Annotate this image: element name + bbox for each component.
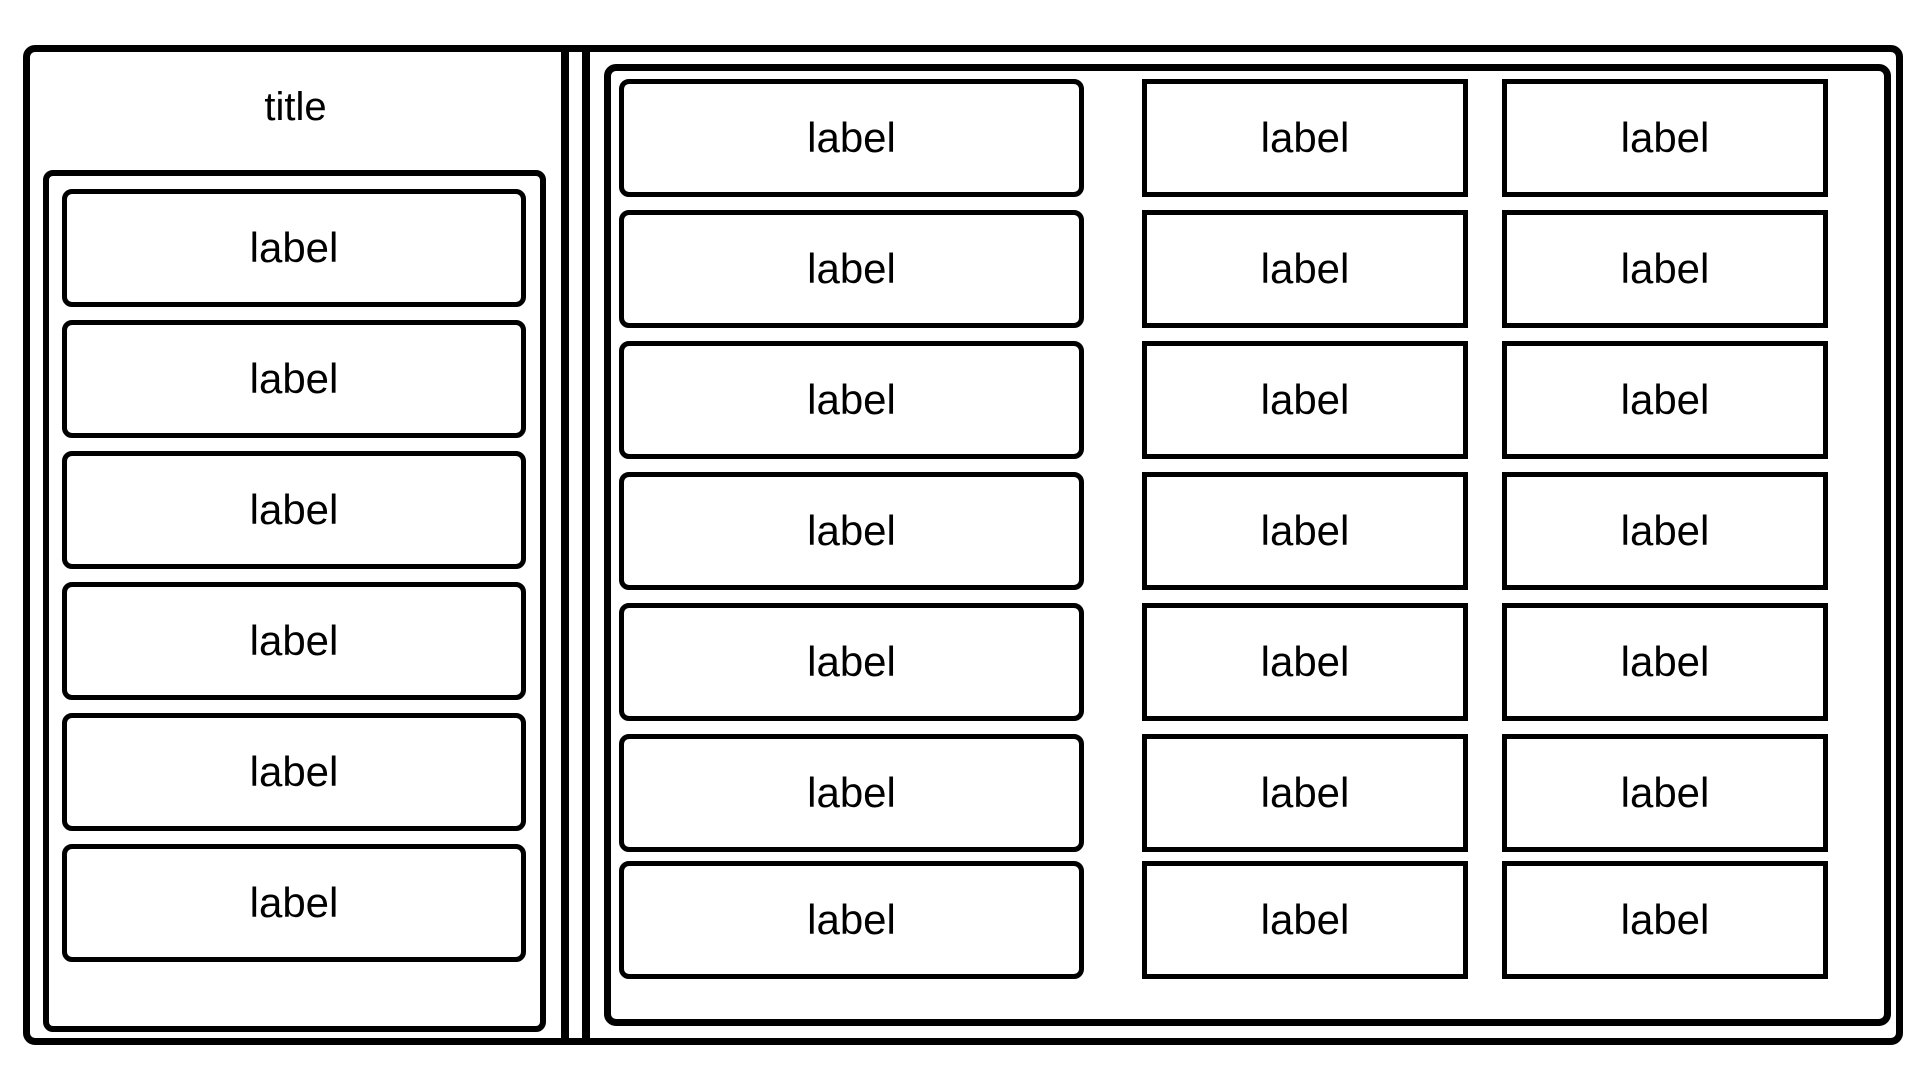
grid-button-r2-c3[interactable]: label <box>1502 210 1828 328</box>
sidebar-item-3[interactable]: label <box>62 451 526 569</box>
panel-divider <box>582 52 590 1038</box>
sidebar-item-4[interactable]: label <box>62 582 526 700</box>
grid-button-r3-c3[interactable]: label <box>1502 341 1828 459</box>
sidebar: title label label label label label labe… <box>30 52 561 1038</box>
app-window: title label label label label label labe… <box>23 45 1903 1045</box>
grid-button-r7-c3[interactable]: label <box>1502 861 1828 979</box>
grid-button-r5-c3[interactable]: label <box>1502 603 1828 721</box>
panel-divider <box>561 52 569 1038</box>
grid-button-r4-c3[interactable]: label <box>1502 472 1828 590</box>
grid-button-r4-c1[interactable]: label <box>619 472 1084 590</box>
grid-button-r2-c1[interactable]: label <box>619 210 1084 328</box>
grid-button-r5-c2[interactable]: label <box>1142 603 1468 721</box>
sidebar-item-6[interactable]: label <box>62 844 526 962</box>
sidebar-item-2[interactable]: label <box>62 320 526 438</box>
main-panel: label label label label label label labe… <box>604 64 1891 1026</box>
grid-button-r2-c2[interactable]: label <box>1142 210 1468 328</box>
grid-button-r6-c2[interactable]: label <box>1142 734 1468 852</box>
grid-button-r3-c2[interactable]: label <box>1142 341 1468 459</box>
sidebar-item-5[interactable]: label <box>62 713 526 831</box>
grid-button-r7-c1[interactable]: label <box>619 861 1084 979</box>
grid-button-r1-c3[interactable]: label <box>1502 79 1828 197</box>
grid-button-r7-c2[interactable]: label <box>1142 861 1468 979</box>
grid-button-r1-c1[interactable]: label <box>619 79 1084 197</box>
grid-button-r6-c3[interactable]: label <box>1502 734 1828 852</box>
grid-button-r6-c1[interactable]: label <box>619 734 1084 852</box>
grid-button-r4-c2[interactable]: label <box>1142 472 1468 590</box>
grid-button-r1-c2[interactable]: label <box>1142 79 1468 197</box>
sidebar-item-1[interactable]: label <box>62 189 526 307</box>
sidebar-title: title <box>264 85 327 129</box>
grid-button-r3-c1[interactable]: label <box>619 341 1084 459</box>
sidebar-list: label label label label label label <box>43 170 546 1032</box>
grid-button-r5-c1[interactable]: label <box>619 603 1084 721</box>
